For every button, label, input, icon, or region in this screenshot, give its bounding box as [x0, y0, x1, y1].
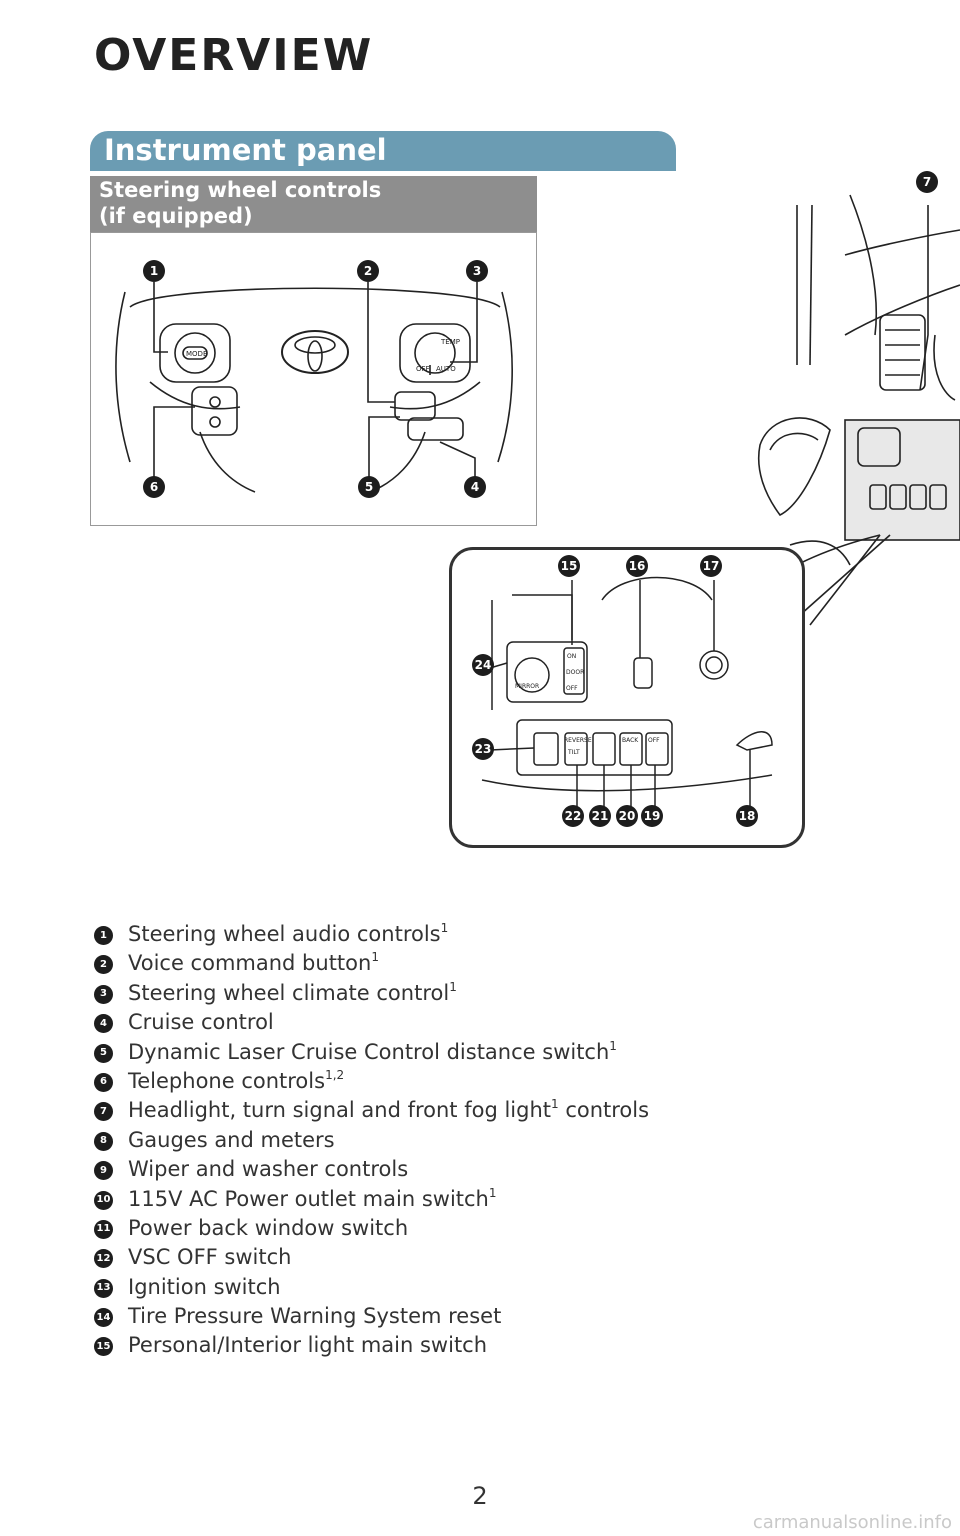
callout-20: 20 [616, 805, 638, 827]
legend-footnote: 1 [440, 921, 449, 935]
callout-17: 17 [700, 555, 722, 577]
legend-number: 15 [94, 1337, 113, 1357]
legend-text: 115V AC Power outlet main switch [128, 1186, 489, 1211]
dashboard-illustration [740, 194, 960, 626]
legend-footnote: 1 [488, 1185, 497, 1200]
legend-item: 3 Steering wheel climate control1 [94, 979, 649, 1008]
legend-number: 14 [94, 1308, 113, 1328]
reverse-label: REVERSE [564, 737, 592, 744]
legend-number: 2 [94, 955, 113, 975]
callout-16: 16 [626, 555, 648, 577]
legend-number: 6 [94, 1072, 113, 1092]
callout-6: 6 [143, 476, 165, 498]
legend-item: 8 Gauges and meters [94, 1126, 649, 1155]
legend-item: 13 Ignition switch [94, 1273, 649, 1302]
legend-item: 9 Wiper and washer controls [94, 1155, 649, 1184]
legend-number: 11 [94, 1219, 113, 1239]
legend-item: 11 Power back window switch [94, 1214, 649, 1243]
legend-item: 15 Personal/Interior light main switch [94, 1331, 649, 1360]
legend-text: Wiper and washer controls [128, 1157, 409, 1182]
legend-text: VSC OFF switch [128, 1245, 292, 1270]
callout-1: 1 [143, 260, 165, 282]
legend-text: Personal/Interior light main switch [128, 1333, 488, 1358]
legend-item: 5 Dynamic Laser Cruise Control distance s… [94, 1038, 649, 1067]
legend-footnote: 1 [449, 979, 457, 994]
legend-text: Gauges and meters [128, 1127, 335, 1152]
off-label: OFF [416, 365, 430, 373]
legend-footnote: 1 [551, 1097, 559, 1112]
auto-label: AUTO [436, 365, 456, 373]
legend-footnote: 1,2 [325, 1067, 345, 1082]
callout-5: 5 [358, 476, 380, 498]
legend-text: Steering wheel audio controls [128, 922, 441, 946]
legend-item: 2 Voice command button1 [94, 949, 649, 978]
legend-text: Ignition switch [128, 1274, 281, 1299]
legend-text: Dynamic Laser Cruise Control distance sw… [128, 1039, 610, 1064]
page-title: OVERVIEW [94, 30, 374, 81]
temp-label: TEMP [440, 338, 460, 346]
callout-7: 7 [916, 171, 938, 193]
light-door-label: DOOR [566, 669, 584, 676]
callout-4: 4 [464, 476, 486, 498]
legend-text: Voice command button [128, 951, 372, 976]
callout-22: 22 [562, 805, 584, 827]
legend-footnote: 1 [609, 1038, 617, 1053]
light-off-label: OFF [566, 685, 578, 692]
legend-item: 14 Tire Pressure Warning System reset [94, 1302, 649, 1331]
legend-item: 6 Telephone controls1,2 [94, 1067, 649, 1096]
legend-number: 8 [94, 1131, 113, 1151]
legend-number: 9 [94, 1161, 113, 1181]
legend-item: 4 Cruise control [94, 1008, 649, 1037]
mode-label: MODE [186, 350, 207, 358]
legend-number: 7 [94, 1102, 113, 1122]
watermark: carmanualsonline.info [752, 1512, 952, 1533]
legend-footnote: 1 [371, 950, 379, 965]
tilt-label: TILT [567, 749, 580, 756]
subsection-note: (if equipped) [99, 204, 253, 228]
switch-detail-inset: MIRROR ON DOOR OFF REVERSE TILT BACK OFF [449, 547, 805, 848]
legend-text: Telephone controls [128, 1068, 326, 1093]
legend-text: Steering wheel climate control [128, 980, 450, 1005]
legend-number: 1 [94, 926, 113, 945]
legend-item: 12 VSC OFF switch [94, 1243, 649, 1272]
legend-text: Cruise control [128, 1010, 274, 1035]
legend-item: 10 115V AC Power outlet main switch1 [94, 1185, 649, 1214]
legend-text: Tire Pressure Warning System reset [128, 1304, 502, 1329]
subsection-title: Steering wheel controls [99, 178, 382, 202]
light-on-label: ON [567, 653, 576, 660]
legend-number: 3 [94, 984, 113, 1004]
legend-item: 7 Headlight, turn signal and front fog li… [94, 1096, 649, 1125]
legend-text: Headlight, turn signal and front fog lig… [128, 1098, 551, 1123]
callout-23: 23 [472, 738, 494, 760]
legend-text: Power back window switch [128, 1215, 409, 1240]
callout-21: 21 [589, 805, 611, 827]
legend-number: 4 [94, 1014, 113, 1034]
legend-number: 5 [94, 1043, 113, 1063]
callout-3: 3 [466, 260, 488, 282]
subsection-header: Steering wheel controls (if equipped) [90, 176, 537, 232]
callout-24: 24 [472, 654, 494, 676]
legend-number: 13 [94, 1278, 113, 1298]
section-title: Instrument panel [104, 133, 387, 167]
switch-detail-illustration: MIRROR ON DOOR OFF REVERSE TILT BACK OFF [481, 576, 773, 808]
fog-off-label: OFF [648, 737, 660, 744]
callout-18: 18 [736, 805, 758, 827]
section-header: Instrument panel [90, 131, 676, 171]
back-label: BACK [622, 737, 639, 744]
legend-number: 12 [94, 1249, 113, 1269]
callout-15: 15 [558, 555, 580, 577]
page-number: 2 [472, 1482, 488, 1510]
legend-number: 10 [94, 1190, 113, 1210]
callout-19: 19 [641, 805, 663, 827]
mirror-label: MIRROR [515, 683, 539, 690]
callout-2: 2 [357, 260, 379, 282]
